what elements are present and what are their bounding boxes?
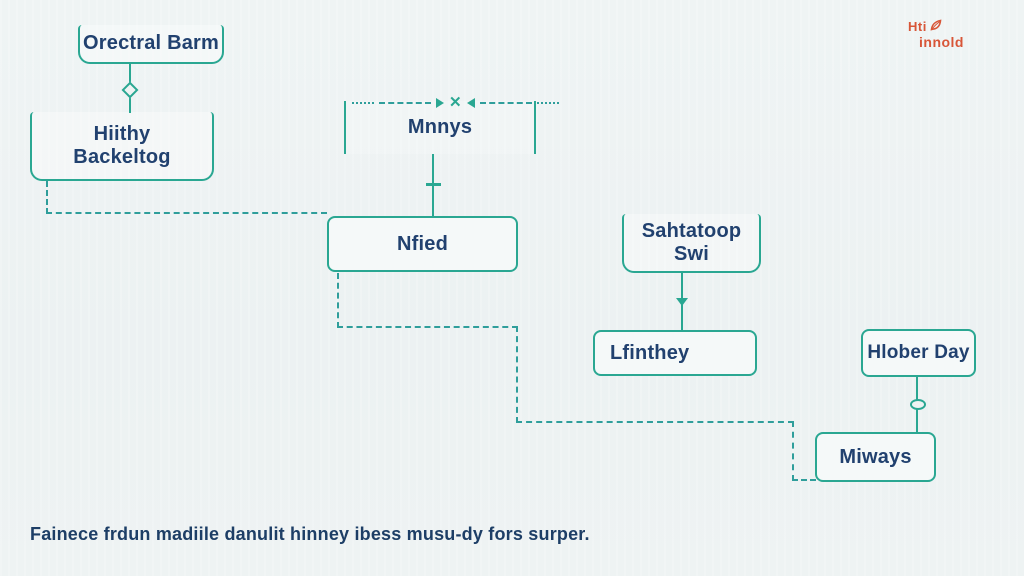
node-label-line2: Swi	[673, 242, 710, 265]
node-hiithy-backeltog: Hiithy Backeltog	[30, 112, 214, 181]
dashed-connector-backeltog-v	[46, 181, 48, 214]
node-sahtatoop-swi: Sahtatoop Swi	[622, 214, 761, 273]
diamond-marker-icon	[121, 81, 139, 99]
node-label: Orectral Barm	[83, 32, 219, 54]
logo-text-bottom: innold	[919, 34, 964, 51]
arrow-left-icon	[466, 97, 475, 108]
node-miways: Miways	[815, 432, 936, 482]
node-mnnys: Mnnys	[344, 101, 536, 154]
logo-text-top: Hti	[908, 18, 927, 34]
node-label: Mnnys	[407, 116, 473, 138]
dashed-connector-nfied-v3	[792, 421, 794, 481]
caption-text: Fainece frdun madiile danulit hinney ibe…	[30, 524, 590, 544]
node-label: Nfied	[397, 232, 448, 255]
node-lfinthey: Lfinthey	[593, 330, 757, 376]
node-orectral-barm: Orectral Barm	[78, 25, 224, 64]
dashed-connector-nfied-v1	[337, 273, 339, 328]
dash-segment	[479, 101, 532, 104]
node-label-line2: Backeltog	[73, 145, 171, 168]
brand-logo: Hti innold	[908, 18, 964, 51]
dashed-connector-nfied-h1	[337, 326, 518, 328]
dash-segment	[379, 101, 431, 104]
tbar-marker-icon	[426, 183, 441, 186]
dashed-connector-nfied-h3	[792, 479, 816, 481]
node-hlober-day: Hlober Day	[861, 329, 976, 377]
arrow-right-icon	[436, 97, 444, 108]
node-label: Miways	[839, 445, 912, 468]
dashed-connector-nfied-v2	[516, 326, 518, 423]
node-label: Hlober Day	[867, 342, 970, 364]
circle-marker-icon	[910, 399, 926, 410]
node-nfied: Nfied	[327, 216, 518, 272]
arrow-down-icon	[676, 298, 688, 306]
dashed-connector-backeltog-h	[46, 212, 327, 214]
node-label-line1: Sahtatoop	[641, 219, 742, 242]
node-label-line1: Hiithy	[93, 122, 151, 145]
merge-arrows: ✕	[352, 95, 559, 110]
dash-segment	[536, 101, 559, 104]
dash-segment	[352, 101, 374, 104]
node-label: Lfinthey	[610, 341, 690, 364]
leaf-icon	[929, 18, 943, 35]
dashed-connector-nfied-h2	[516, 421, 794, 423]
merge-x-icon: ✕	[449, 94, 462, 111]
